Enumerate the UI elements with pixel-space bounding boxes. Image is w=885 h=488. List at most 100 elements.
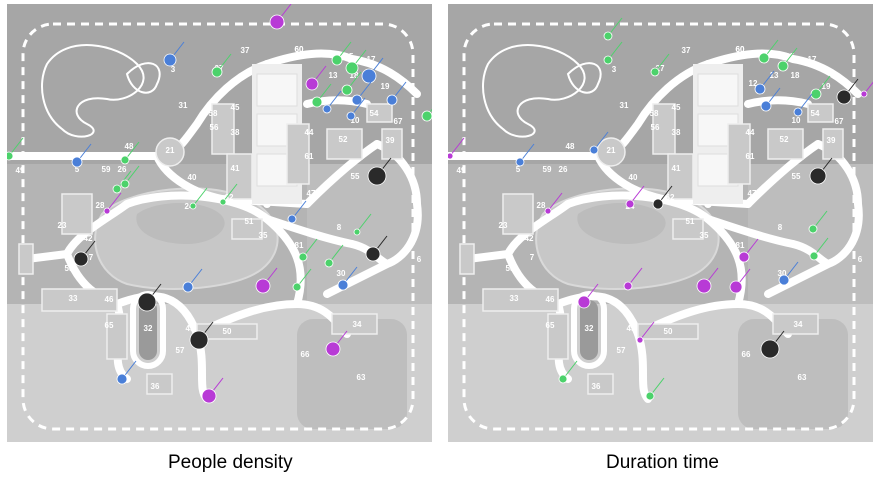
- visitor-marker-purple: [305, 77, 319, 91]
- visitor-marker-purple: [623, 281, 633, 291]
- marker-leader-line: [192, 187, 208, 207]
- attraction-box-3: [482, 288, 559, 312]
- attraction-box-1: [667, 153, 694, 200]
- zone-63-area: [297, 319, 407, 429]
- zone-label: 5: [75, 165, 80, 174]
- visitor-marker-green: [808, 224, 818, 234]
- attraction-box-13: [231, 218, 263, 240]
- zone-label: 35: [259, 231, 268, 240]
- attraction-box-8: [637, 323, 699, 340]
- marker-leader-line: [356, 213, 372, 233]
- visitor-marker-green: [219, 198, 227, 206]
- zone-label: 54: [370, 109, 379, 118]
- visitor-marker-blue: [337, 279, 349, 291]
- visitor-marker-green: [112, 184, 122, 194]
- zone-label: 18: [791, 71, 800, 80]
- marker-leader-line: [639, 321, 655, 341]
- attraction-box-2: [61, 193, 93, 235]
- visitor-marker-green: [341, 84, 353, 96]
- zone-label: 48: [566, 142, 575, 151]
- zone-label: 47: [307, 189, 316, 198]
- zone-label: 26: [559, 165, 568, 174]
- zone-label: 33: [510, 294, 519, 303]
- zone-label: 10: [792, 116, 801, 125]
- island: [136, 202, 225, 244]
- visitor-marker-green: [7, 151, 14, 161]
- attraction-box-10: [587, 373, 614, 395]
- zone-label: 62: [225, 193, 234, 202]
- zone-label: 53: [65, 264, 74, 273]
- zone-label: 67: [394, 117, 403, 126]
- attraction-box-0: [652, 103, 676, 155]
- visitor-marker-purple: [448, 152, 454, 160]
- attraction-box-4: [18, 243, 34, 275]
- zone-label: 33: [69, 294, 78, 303]
- walkway-9: [744, 140, 822, 208]
- zone-label: 44: [746, 128, 755, 137]
- zone-label: 56: [651, 123, 660, 132]
- oval-infield: [580, 300, 598, 360]
- marker-leader-line: [222, 183, 238, 203]
- attraction-box-4: [459, 243, 475, 275]
- visitor-marker-blue: [793, 107, 803, 117]
- attraction-box-6: [767, 128, 804, 160]
- marker-leader-line: [449, 137, 465, 157]
- visitor-marker-blue: [589, 145, 599, 155]
- walkway-11: [704, 215, 797, 248]
- zone-label: 44: [305, 128, 314, 137]
- zone-label: 38: [672, 128, 681, 137]
- visitor-marker-purple: [729, 280, 743, 294]
- visitor-marker-blue: [760, 100, 772, 112]
- zone-63-area: [738, 319, 848, 429]
- walkway-11: [263, 215, 356, 248]
- zone-label: 48: [125, 142, 134, 151]
- visitor-marker-purple: [103, 207, 111, 215]
- zone-label: 40: [629, 173, 638, 182]
- visitor-marker-black: [652, 198, 664, 210]
- zone-label: 28: [96, 201, 105, 210]
- zone-label: 43: [186, 324, 195, 333]
- zone-label: 63: [798, 373, 807, 382]
- visitor-marker-black: [73, 251, 89, 267]
- zone-label: 47: [748, 189, 757, 198]
- zone-label: 60: [295, 45, 304, 54]
- visitor-marker-green: [298, 252, 308, 262]
- walkway-2: [504, 200, 572, 258]
- zone-label: 35: [700, 231, 709, 240]
- zone-label: 8: [337, 223, 342, 232]
- visitor-marker-green: [810, 88, 822, 100]
- zone-label: 26: [118, 165, 127, 174]
- marker-leader-line: [106, 192, 122, 212]
- visitor-marker-green: [211, 66, 223, 78]
- zone-label: 55: [351, 172, 360, 181]
- visitor-marker-green: [345, 61, 359, 75]
- visitor-marker-black: [367, 166, 387, 186]
- visitor-marker-green: [758, 52, 770, 64]
- zone-label: 34: [794, 320, 803, 329]
- attraction-box-12: [366, 103, 393, 123]
- zone-label: 63: [357, 373, 366, 382]
- visitor-marker-green: [353, 228, 361, 236]
- maze-loop: [125, 62, 161, 94]
- visitor-marker-blue: [351, 94, 363, 106]
- visitor-marker-green: [311, 96, 323, 108]
- zone-label: 45: [231, 103, 240, 112]
- visitor-marker-black: [137, 292, 157, 312]
- visitor-marker-purple: [325, 341, 341, 357]
- zone-label: 67: [835, 117, 844, 126]
- zone-label: 15: [345, 52, 354, 61]
- zone-label: 27: [656, 64, 665, 73]
- visitor-marker-blue: [163, 53, 177, 67]
- building-block-0: [256, 73, 298, 107]
- attraction-box-2: [502, 193, 534, 235]
- walkway-10: [323, 140, 422, 298]
- visitor-marker-purple: [544, 207, 552, 215]
- zone-label: 6: [417, 255, 422, 264]
- zone-label: 65: [105, 321, 114, 330]
- attraction-box-0: [211, 103, 235, 155]
- attraction-box-7: [822, 128, 844, 160]
- zone-label: 40: [188, 173, 197, 182]
- visitor-marker-blue: [515, 157, 525, 167]
- people-density-map: 3567121315171921232426272830313233343536…: [7, 4, 432, 442]
- walkway-8: [704, 49, 862, 98]
